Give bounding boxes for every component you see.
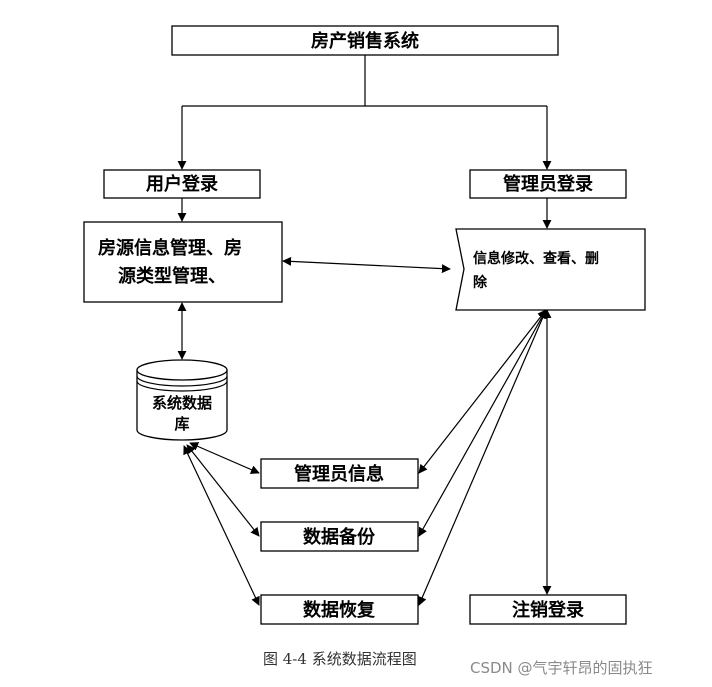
- node-database-label-line1: 系统数据: [152, 394, 212, 412]
- node-system-box: [171, 25, 559, 56]
- node-database-ring-1: [136, 375, 228, 387]
- node-database-ring-2: [136, 380, 228, 392]
- node-house-mgmt-label-line2: 源类型管理、: [118, 265, 226, 287]
- node-logout-label: 注销登录: [512, 599, 584, 621]
- node-data-backup-box: [260, 521, 419, 552]
- node-logout: 注销登录: [469, 594, 627, 625]
- node-database-label-line2: 库: [174, 415, 189, 433]
- node-data-restore-box: [260, 594, 419, 625]
- node-info-ops-label-line1: 信息修改、查看、删: [473, 250, 599, 267]
- edge-info-ops-data-restore: [418, 309, 547, 606]
- node-info-ops: 信息修改、查看、删 除: [455, 228, 646, 311]
- node-system-label: 房产销售系统: [311, 30, 419, 52]
- node-system: 房产销售系统: [171, 25, 559, 56]
- node-database: 系统数据 库: [136, 359, 228, 441]
- node-logout-box: [469, 594, 627, 625]
- watermark: CSDN @气宇轩昂的固执狂: [470, 659, 653, 677]
- figure-caption: 图 4-4 系统数据流程图: [263, 650, 417, 668]
- node-user-login-box: [103, 169, 261, 199]
- node-data-restore-label: 数据恢复: [303, 599, 376, 621]
- node-data-backup: 数据备份: [260, 521, 419, 552]
- node-admin-login: 管理员登录: [469, 169, 627, 199]
- edges: [177, 55, 552, 606]
- node-info-ops-label-line2: 除: [473, 274, 488, 291]
- node-user-login-label: 用户登录: [146, 173, 218, 195]
- node-admin-info: 管理员信息: [260, 458, 419, 489]
- node-admin-login-label: 管理员登录: [503, 173, 593, 195]
- node-user-login: 用户登录: [103, 169, 261, 199]
- edge-info-ops-data-backup: [418, 309, 547, 537]
- node-admin-info-box: [260, 458, 419, 489]
- edge-database-data-backup: [186, 444, 260, 537]
- node-database-top: [136, 359, 228, 381]
- node-house-mgmt-label-line1: 房源信息管理、房: [98, 237, 242, 259]
- node-admin-info-label: 管理员信息: [294, 463, 384, 485]
- node-data-backup-label: 数据备份: [303, 526, 376, 548]
- node-house-mgmt-box: [83, 221, 283, 303]
- node-database-cylinder: [136, 370, 228, 441]
- node-house-mgmt: 房源信息管理、房 源类型管理、: [83, 221, 283, 303]
- edge-house-mgmt-info-ops: [282, 256, 451, 274]
- edge-database-admin-info: [189, 442, 260, 474]
- node-admin-login-box: [469, 169, 627, 199]
- edge-info-ops-admin-info: [418, 309, 547, 474]
- node-info-ops-box: [455, 228, 646, 311]
- edge-database-data-restore: [183, 445, 260, 606]
- node-data-restore: 数据恢复: [260, 594, 419, 625]
